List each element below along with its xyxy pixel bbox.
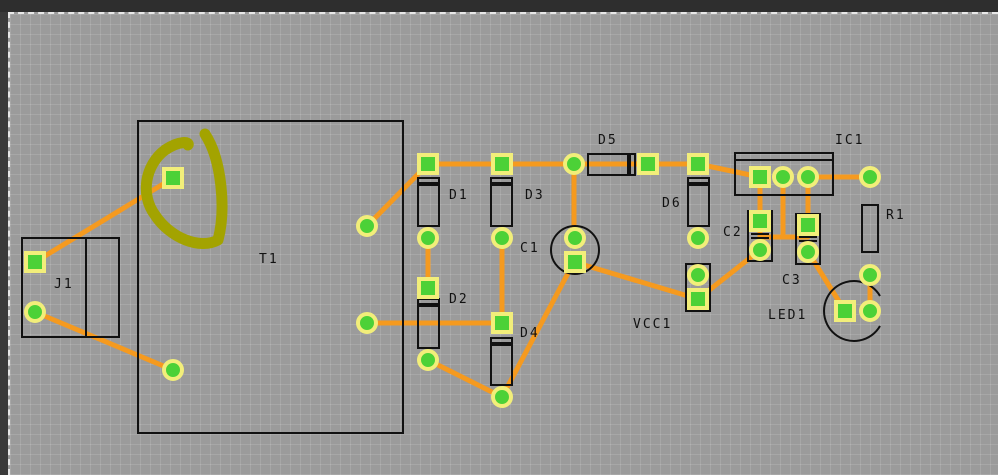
pad-round[interactable] [356, 312, 378, 334]
pads [24, 153, 881, 408]
label-led1: LED1 [768, 308, 807, 323]
pad-square[interactable] [162, 167, 184, 189]
r1-outline[interactable] [861, 204, 879, 253]
pad-round[interactable] [24, 301, 46, 323]
t1-outline[interactable] [137, 120, 404, 434]
pad-round[interactable] [687, 264, 709, 286]
label-d2: D2 [449, 292, 469, 307]
trace[interactable] [571, 259, 701, 302]
label-d1: D1 [449, 188, 469, 203]
label-j1: J1 [54, 277, 74, 292]
pad-square[interactable] [491, 153, 513, 175]
label-vcc1: VCC1 [633, 317, 672, 332]
window-top-strip [0, 0, 998, 12]
highlight-scribble [140, 128, 228, 250]
pad-square[interactable] [417, 153, 439, 175]
pad-round[interactable] [749, 239, 771, 261]
label-t1: T1 [259, 252, 279, 267]
pad-square[interactable] [797, 214, 819, 236]
d4-outline[interactable] [490, 337, 513, 386]
c1-outline[interactable] [550, 225, 600, 275]
d1-outline[interactable] [417, 177, 440, 227]
pad-round[interactable] [417, 349, 439, 371]
pad-square[interactable] [24, 251, 46, 273]
pad-square[interactable] [491, 312, 513, 334]
trace[interactable] [32, 309, 176, 373]
ic1-outline[interactable] [734, 152, 834, 196]
label-d6: D6 [662, 196, 682, 211]
pad-square[interactable] [749, 166, 771, 188]
pad-round[interactable] [797, 166, 819, 188]
pad-round[interactable] [859, 264, 881, 286]
pad-round[interactable] [687, 227, 709, 249]
trace[interactable] [499, 259, 577, 400]
silkscreen-labels: J1 T1 D1 D3 D5 D6 C1 D2 D4 VCC1 IC1 C2 C… [54, 133, 906, 341]
pad-round[interactable] [491, 227, 513, 249]
label-ic1: IC1 [835, 133, 864, 148]
pad-round[interactable] [356, 215, 378, 237]
pad-square[interactable] [564, 251, 586, 273]
d3-outline[interactable] [490, 177, 513, 227]
pad-round[interactable] [859, 166, 881, 188]
pad-round[interactable] [564, 227, 586, 249]
d6-outline[interactable] [687, 177, 710, 227]
pad-square[interactable] [687, 288, 709, 310]
label-d3: D3 [525, 188, 545, 203]
label-c3: C3 [782, 273, 802, 288]
pad-round[interactable] [491, 386, 513, 408]
label-d5: D5 [598, 133, 618, 148]
label-r1: R1 [886, 208, 906, 223]
pad-round[interactable] [772, 166, 794, 188]
label-c1: C1 [520, 241, 540, 256]
label-d4: D4 [520, 326, 540, 341]
pad-round[interactable] [797, 241, 819, 263]
label-c2: C2 [723, 225, 743, 240]
pad-round[interactable] [417, 227, 439, 249]
pad-square[interactable] [834, 300, 856, 322]
pad-square[interactable] [417, 277, 439, 299]
pad-square[interactable] [637, 153, 659, 175]
j1-outline[interactable] [21, 237, 120, 338]
pad-square[interactable] [749, 210, 771, 232]
pad-square[interactable] [687, 153, 709, 175]
d5-outline[interactable] [587, 153, 636, 176]
trace[interactable] [425, 357, 505, 400]
pad-round[interactable] [859, 300, 881, 322]
pad-round[interactable] [563, 153, 585, 175]
pad-round[interactable] [162, 359, 184, 381]
